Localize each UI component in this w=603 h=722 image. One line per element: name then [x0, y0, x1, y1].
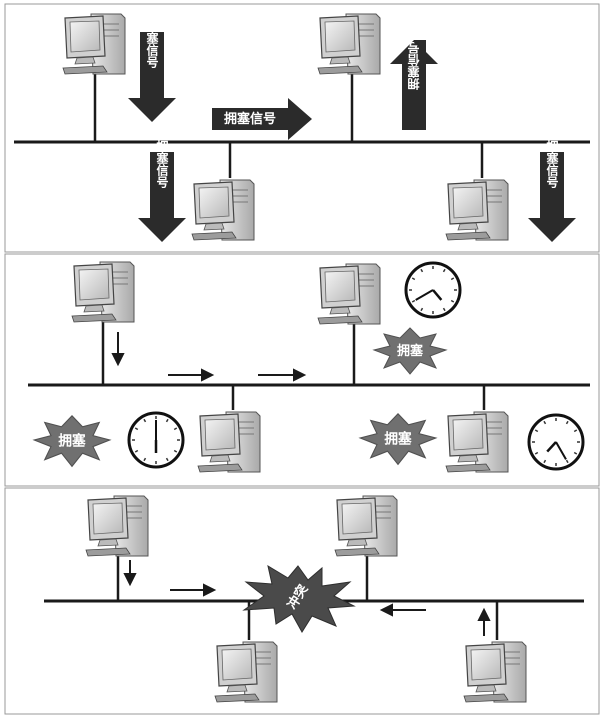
jam-signal-arrow-down-1: 拥塞信号 [128, 19, 176, 122]
clock-tick [442, 307, 446, 312]
starburst-icon: 拥塞 [359, 413, 437, 465]
congestion-label: 拥塞 [384, 430, 412, 447]
clock-tick [420, 307, 424, 312]
desktop-computer-icon [463, 641, 527, 703]
clock-tick [442, 268, 446, 273]
clock-tick [165, 418, 169, 423]
jam-signal-label: 拥塞信号 [155, 139, 169, 189]
clock-icon [404, 261, 462, 319]
desktop-computer-icon [445, 179, 509, 241]
clock-minute-hand [555, 441, 567, 460]
starburst-icon: 拥塞 [373, 327, 447, 375]
clock-tick [173, 449, 178, 453]
signal-arrows-panel-3 [123, 560, 491, 636]
clock-tick [543, 459, 547, 464]
jam-signal-arrow-down-3: 拥塞信号 [528, 139, 576, 242]
clock-tick [173, 427, 178, 431]
desktop-computer-icon [62, 13, 126, 75]
clock-hour-hand [432, 289, 443, 301]
jam-signal-label: 拥塞信号 [545, 139, 559, 189]
signal-arrows-panel-2 [111, 332, 307, 382]
jam-signal-arrow-right: 拥塞信号 [212, 98, 312, 140]
jam-signal-arrow-down-2: 拥塞信号 [138, 139, 186, 242]
congestion-label: 拥塞 [397, 343, 424, 359]
clock-tick [573, 429, 578, 433]
clock-tick [450, 299, 455, 303]
desktop-computer-icon [334, 495, 398, 557]
jam-signal-label: 拥塞信号 [145, 19, 159, 69]
clock-minute-hand [415, 289, 434, 301]
desktop-computer-icon [214, 641, 278, 703]
panel-jam-signal [4, 3, 600, 253]
clock-tick [411, 299, 416, 303]
desktop-computer-icon [197, 411, 261, 473]
jam-signal-label: 拥塞信号 [407, 41, 421, 91]
clock-tick [543, 420, 547, 425]
clock-icon [127, 411, 185, 469]
clock-tick [565, 420, 569, 425]
clock-icon [527, 413, 585, 471]
clock-tick [143, 418, 147, 423]
panel-backoff [4, 253, 600, 487]
congestion-label: 拥塞 [58, 432, 86, 449]
jam-signal-label: 拥塞信号 [224, 111, 276, 127]
panel-collision [4, 487, 600, 715]
clock-tick [134, 449, 139, 453]
desktop-computer-icon [317, 13, 381, 75]
clock-tick [143, 457, 147, 462]
desktop-computer-icon [445, 411, 509, 473]
clock-tick [411, 277, 416, 281]
clock-tick [534, 451, 539, 455]
clock-tick [450, 277, 455, 281]
clock-tick [573, 451, 578, 455]
clock-hour-hand [546, 441, 557, 453]
jam-signal-arrow-up: 拥塞信号 [390, 40, 438, 130]
clock-tick [420, 268, 424, 273]
desktop-computer-icon [191, 179, 255, 241]
clock-tick [565, 459, 569, 464]
starburst-icon: 拥塞 [33, 415, 111, 467]
desktop-computer-icon [71, 261, 135, 323]
clock-tick [534, 429, 539, 433]
clock-tick [165, 457, 169, 462]
starburst-icon: 冲突 [242, 564, 356, 633]
desktop-computer-icon [85, 495, 149, 557]
clock-tick [134, 427, 139, 431]
desktop-computer-icon [317, 263, 381, 325]
